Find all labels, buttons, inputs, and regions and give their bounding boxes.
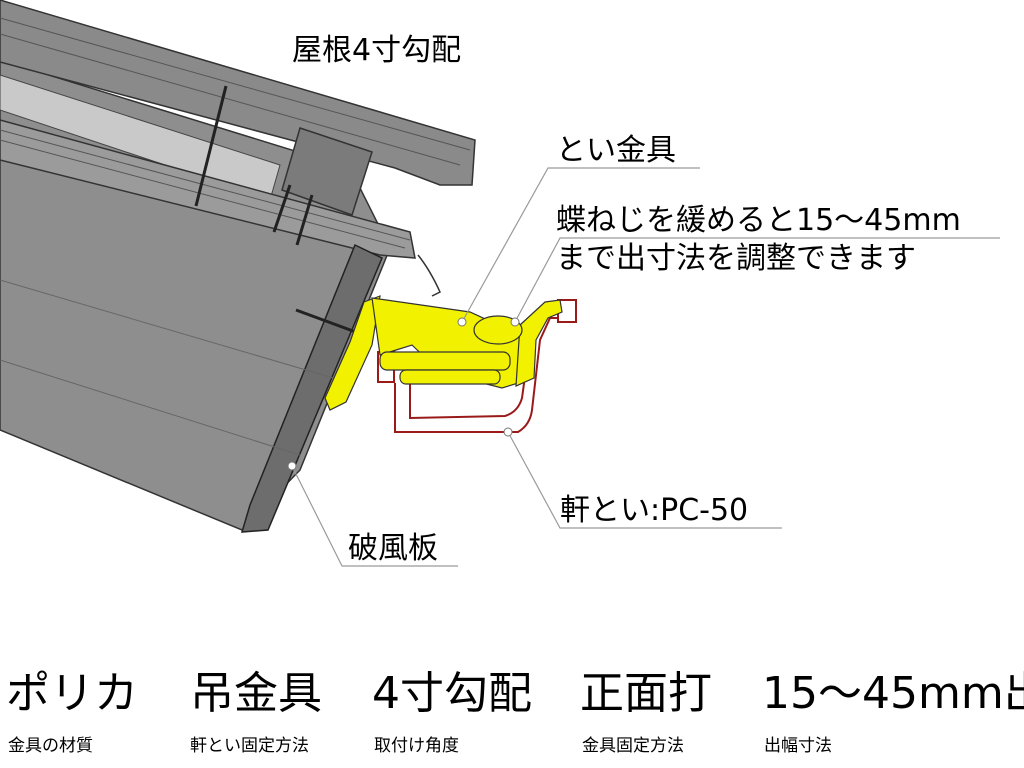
caption-material: 金具の材質 xyxy=(8,736,93,756)
screw xyxy=(194,85,228,207)
spec-bracket-fixing: 正面打 xyxy=(580,668,712,719)
fascia-label: 破風板 xyxy=(348,531,438,566)
rafter-block xyxy=(281,127,373,216)
spec-gutter-fixing: 吊金具 xyxy=(190,668,322,719)
bracket-rail xyxy=(379,351,511,371)
caption-bracket-fixing: 金具固定方法 xyxy=(582,736,684,756)
leader-gutter xyxy=(507,431,782,529)
spec-material: ポリカ xyxy=(6,668,138,719)
bracket-hanger xyxy=(515,299,563,387)
spec-angle: 4寸勾配 xyxy=(372,668,532,719)
leader-bracket xyxy=(461,167,700,323)
adjust-note-line2: まで出寸法を調整できます xyxy=(556,241,916,276)
roof-pitch-label: 屋根4寸勾配 xyxy=(292,33,462,68)
caption-angle: 取付け角度 xyxy=(374,736,459,756)
gutter-label: 軒とい:PC-50 xyxy=(560,493,749,528)
drip-hook xyxy=(417,254,441,297)
caption-projection: 出幅寸法 xyxy=(764,736,832,756)
screw xyxy=(272,184,292,233)
spec-projection: 15～45mm出 xyxy=(762,668,1024,719)
adjust-note-line1: 蝶ねじを緩めると15～45mm xyxy=(556,203,961,238)
bracket-rail-lower xyxy=(399,369,501,385)
screw xyxy=(295,194,314,246)
wing-screw xyxy=(473,315,523,345)
caption-gutter-fixing: 軒とい固定方法 xyxy=(190,736,309,756)
leader-fascia xyxy=(291,465,458,567)
fascia-board xyxy=(240,243,383,533)
bracket-label: とい金具 xyxy=(556,133,676,168)
leader-adjust xyxy=(514,237,1000,323)
roof-tile-upper xyxy=(0,0,476,186)
